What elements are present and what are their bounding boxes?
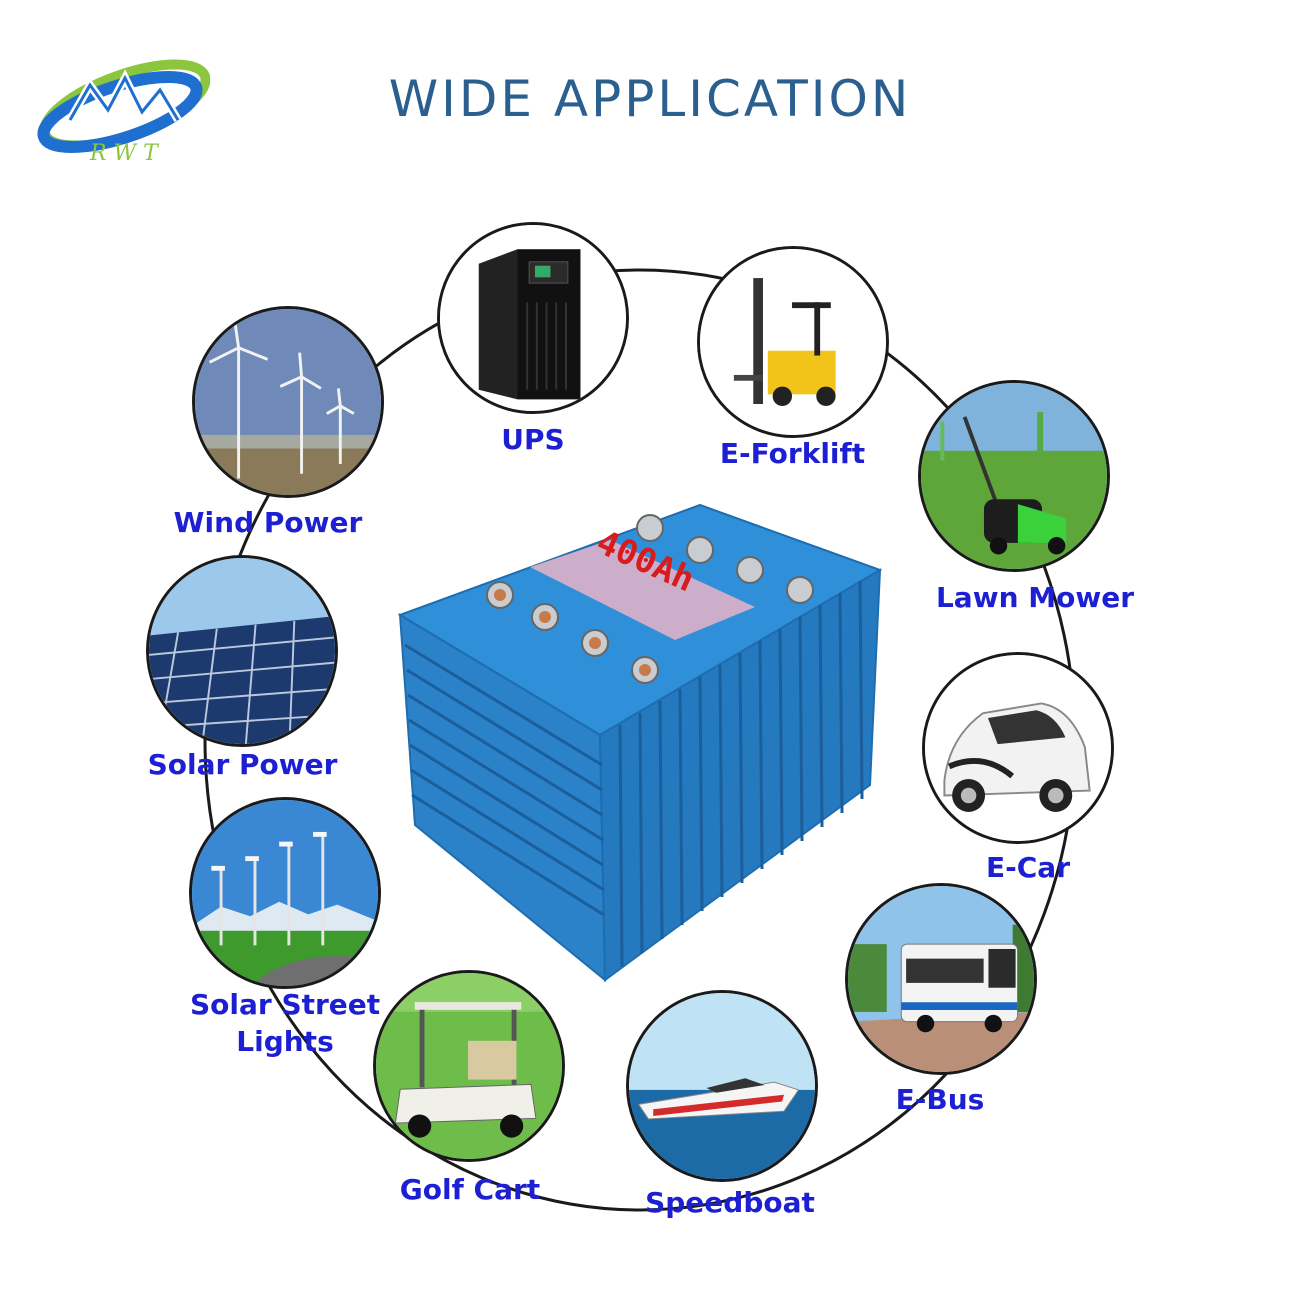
label-e-forklift: E-Forklift: [719, 437, 866, 470]
lawn-mower-icon: [921, 383, 1107, 569]
ups-circle: [437, 222, 629, 414]
label-lawn-mower: Lawn Mower: [935, 581, 1135, 614]
solar-power-circle: [146, 555, 338, 747]
lifepo4-battery-image: 400Ah: [390, 495, 890, 995]
golf-cart-icon: [376, 973, 562, 1159]
ups-cabinet-icon: [440, 225, 626, 411]
label-solar-power: Solar Power: [147, 748, 338, 781]
label-solar-street-lights-line1: Solar Street: [190, 988, 381, 1021]
label-wind-power: Wind Power: [173, 506, 363, 539]
label-golf-cart: Golf Cart: [399, 1173, 541, 1206]
e-bus-circle: [845, 883, 1037, 1075]
label-speedboat: Speedboat: [645, 1186, 815, 1219]
e-car-circle: [922, 652, 1114, 844]
bus-icon: [848, 886, 1034, 1072]
label-e-bus: E-Bus: [895, 1083, 985, 1116]
label-ups: UPS: [501, 423, 565, 456]
page-title: WIDE APPLICATION: [388, 70, 912, 128]
logo-letters: R W T: [89, 141, 160, 166]
street-light-icon: [192, 800, 378, 986]
speedboat-circle: [626, 990, 818, 1182]
solar-street-lights-circle: [189, 797, 381, 989]
forklift-icon: [700, 249, 886, 435]
label-solar-street-lights-line2: Lights: [236, 1025, 334, 1058]
speedboat-icon: [629, 993, 815, 1179]
label-e-car: E-Car: [986, 851, 1070, 884]
wind-power-circle: [192, 306, 384, 498]
forklift-circle: [697, 246, 889, 438]
lawn-mower-circle: [918, 380, 1110, 572]
wind-turbine-icon: [195, 309, 381, 495]
solar-panel-icon: [149, 558, 335, 744]
golf-cart-circle: [373, 970, 565, 1162]
car-icon: [925, 655, 1111, 841]
rwt-logo: R W T: [30, 40, 211, 170]
